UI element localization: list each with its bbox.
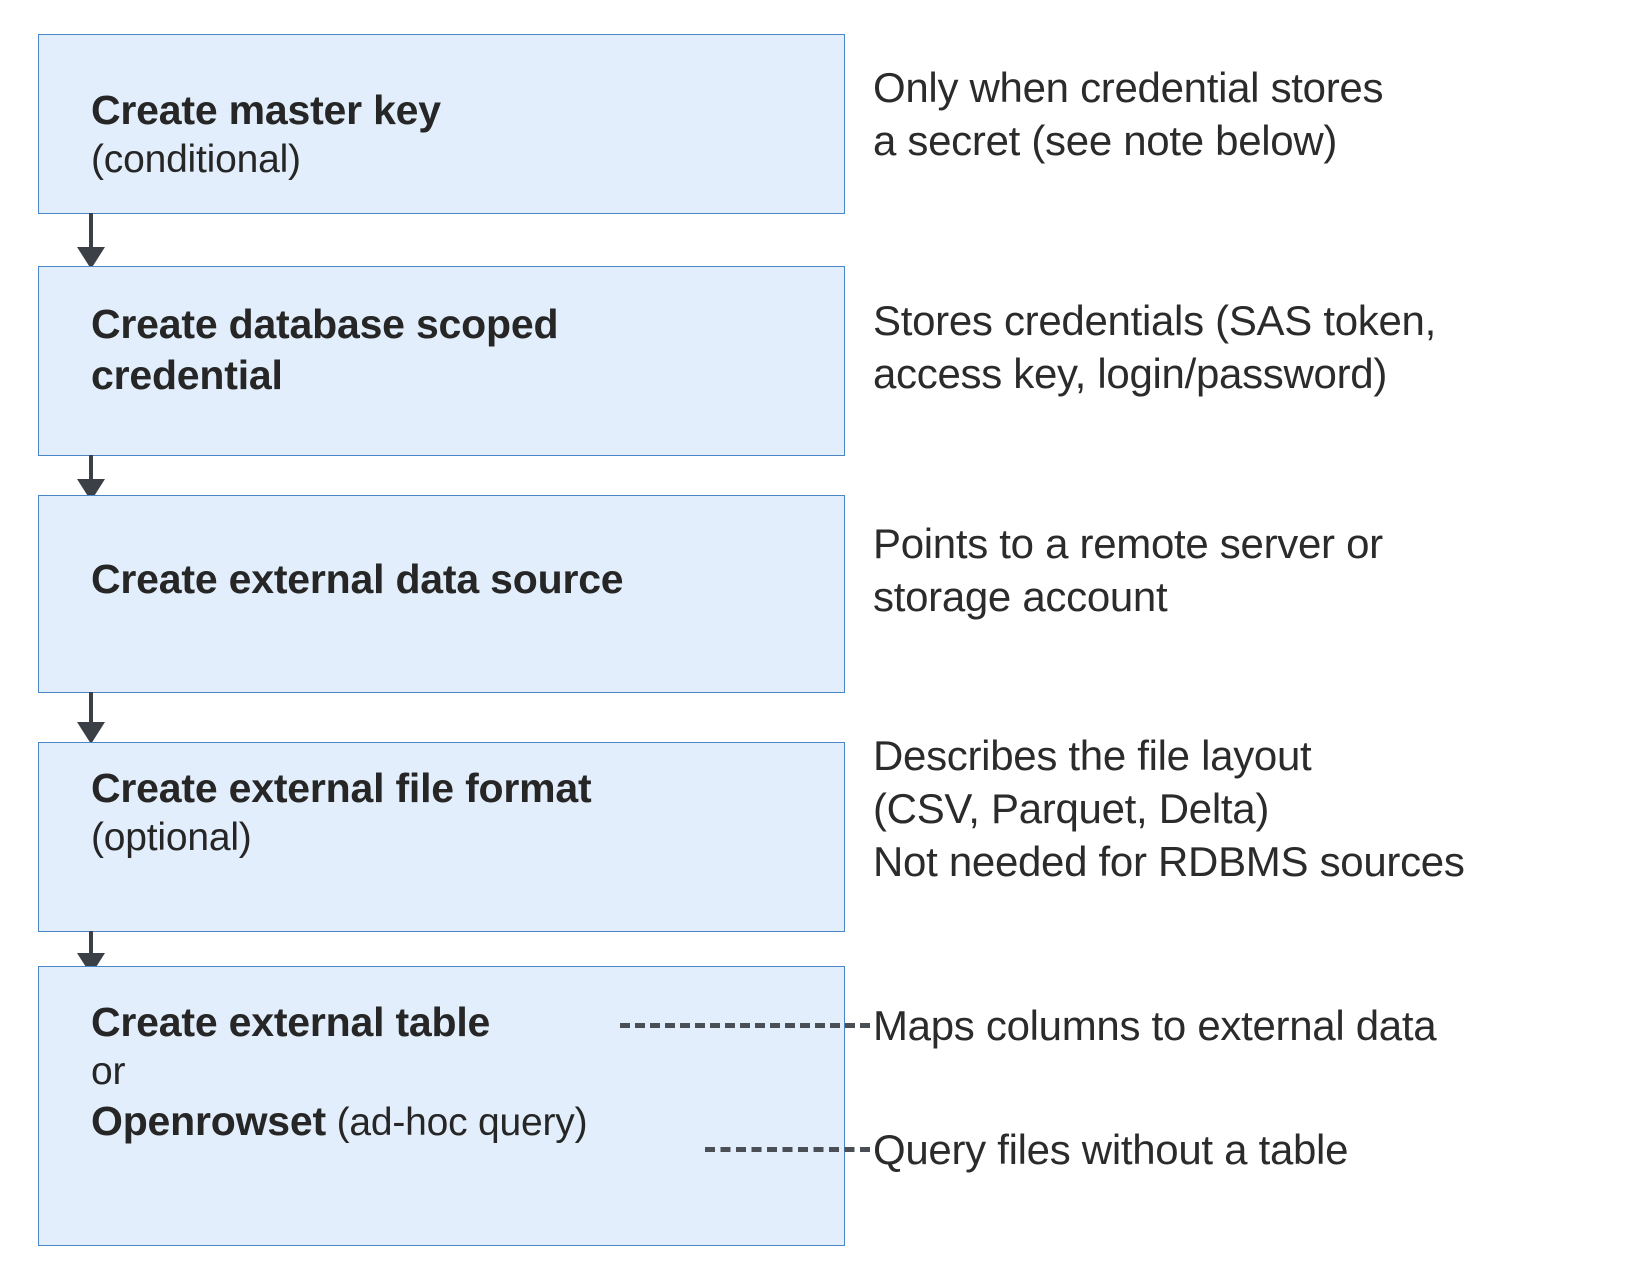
step-subtitle-create-external-file-format: (optional): [91, 815, 252, 859]
note-line: Stores credentials (SAS token,: [873, 297, 1436, 344]
note-line: Only when credential stores: [873, 64, 1384, 111]
arrow-down-icon-1: [77, 213, 105, 269]
arrow-down-icon-2: [77, 455, 105, 501]
step-alt-title-openrowset: Openrowset: [91, 1098, 326, 1145]
note-line: Query files without a table: [873, 1126, 1349, 1173]
step-text-create-master-key: Create master key (conditional): [91, 85, 834, 184]
note-line: Maps columns to external data: [873, 1002, 1437, 1049]
step-title-create-external-data-source: Create external data source: [91, 556, 624, 602]
step-alt-openrowset: Openrowset (ad-hoc query): [91, 1096, 834, 1147]
note-create-external-data-source: Points to a remote server or storage acc…: [873, 518, 1383, 624]
arrow-down-icon-3: [77, 692, 105, 746]
step-box-create-master-key[interactable]: Create master key (conditional): [38, 34, 845, 214]
note-line: storage account: [873, 572, 1168, 620]
step-box-create-external-data-source[interactable]: Create external data source: [38, 495, 845, 693]
arrow-shaft: [89, 213, 93, 247]
step-alt-suffix: (ad-hoc query): [325, 1101, 588, 1145]
note-line: Describes the file layout: [873, 732, 1312, 779]
step-box-create-external-table-or-openrowset[interactable]: Create external table or Openrowset (ad-…: [38, 966, 845, 1246]
step-title-create-external-table: Create external table: [91, 999, 491, 1045]
step-text-create-external-data-source: Create external data source: [91, 554, 834, 605]
step-title-create-master-key: Create master key: [91, 87, 441, 133]
note-line: a secret (see note below): [873, 116, 1338, 164]
note-line: Points to a remote server or: [873, 520, 1383, 567]
note-create-master-key: Only when credential stores a secret (se…: [873, 62, 1383, 168]
step-subtitle-create-master-key: (conditional): [91, 137, 301, 181]
note-openrowset: Query files without a table: [873, 1124, 1348, 1177]
dashed-connector-openrowset: [705, 1147, 870, 1152]
note-create-external-file-format: Describes the file layout (CSV, Parquet,…: [873, 730, 1465, 889]
arrow-shaft: [89, 692, 93, 724]
dashed-connector-external-table: [620, 1023, 870, 1028]
arrow-shaft: [89, 455, 93, 481]
note-create-database-scoped-credential: Stores credentials (SAS token, access ke…: [873, 295, 1436, 401]
step-box-create-external-file-format[interactable]: Create external file format (optional): [38, 742, 845, 932]
step-separator-or: or: [91, 1049, 126, 1093]
arrow-shaft: [89, 931, 93, 955]
arrow-head: [77, 247, 105, 269]
step-box-create-database-scoped-credential[interactable]: Create database scoped credential: [38, 266, 845, 456]
step-text-create-external-table-or-openrowset: Create external table or Openrowset (ad-…: [91, 997, 834, 1148]
note-line: Not needed for RDBMS sources: [873, 837, 1465, 885]
step-text-create-database-scoped-credential: Create database scoped credential: [91, 299, 834, 401]
note-line: (CSV, Parquet, Delta): [873, 784, 1270, 832]
note-create-external-table: Maps columns to external data: [873, 1000, 1437, 1053]
step-title-create-external-file-format: Create external file format: [91, 765, 592, 811]
note-line: access key, login/password): [873, 349, 1388, 397]
step-title-line2: credential: [91, 351, 283, 398]
step-title-line1: Create database scoped: [91, 301, 559, 347]
arrow-head: [77, 722, 105, 744]
step-text-create-external-file-format: Create external file format (optional): [91, 763, 834, 862]
